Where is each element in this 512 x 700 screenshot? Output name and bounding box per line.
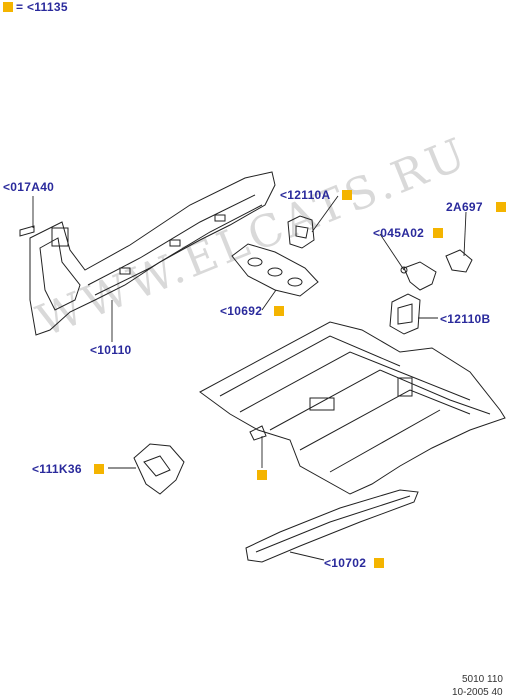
label-12110b[interactable]: <12110B: [440, 312, 491, 326]
label-10692[interactable]: <10692: [220, 304, 263, 318]
label-111k36[interactable]: <111K36: [32, 462, 82, 476]
label-10702[interactable]: <10702: [324, 556, 367, 570]
marker-floor-pan: [257, 470, 267, 480]
leader-lines: [32, 195, 467, 561]
footer-date: 10-2005 40: [452, 687, 503, 698]
label-017a40[interactable]: <017A40: [3, 180, 55, 194]
bracket-12110b-part[interactable]: [389, 293, 421, 335]
legend-marker: [3, 2, 13, 12]
bracket-111k36-part[interactable]: [133, 443, 185, 495]
label-2a697[interactable]: 2A697: [446, 200, 483, 214]
legend-text: = <11135: [16, 0, 68, 14]
part-2a697[interactable]: [445, 249, 473, 273]
label-12110a[interactable]: <12110A: [280, 188, 331, 202]
marker-10692: [274, 306, 284, 316]
marker-12110a: [342, 190, 352, 200]
label-10110[interactable]: <10110: [90, 343, 132, 357]
label-045a02[interactable]: <045A02: [373, 226, 425, 240]
sill-10702-part[interactable]: [245, 489, 419, 563]
marker-10702: [374, 558, 384, 568]
marker-111k36: [94, 464, 104, 474]
bracket-12110a-part[interactable]: [287, 215, 315, 249]
footer-code: 5010 110: [462, 674, 503, 685]
bracket-045a02-part[interactable]: [400, 261, 437, 291]
crossmember-10692-part[interactable]: [231, 243, 319, 297]
floor-pan-part[interactable]: [199, 321, 506, 495]
side-panel-part[interactable]: [19, 171, 276, 336]
marker-045a02: [433, 228, 443, 238]
marker-2a697: [496, 202, 506, 212]
